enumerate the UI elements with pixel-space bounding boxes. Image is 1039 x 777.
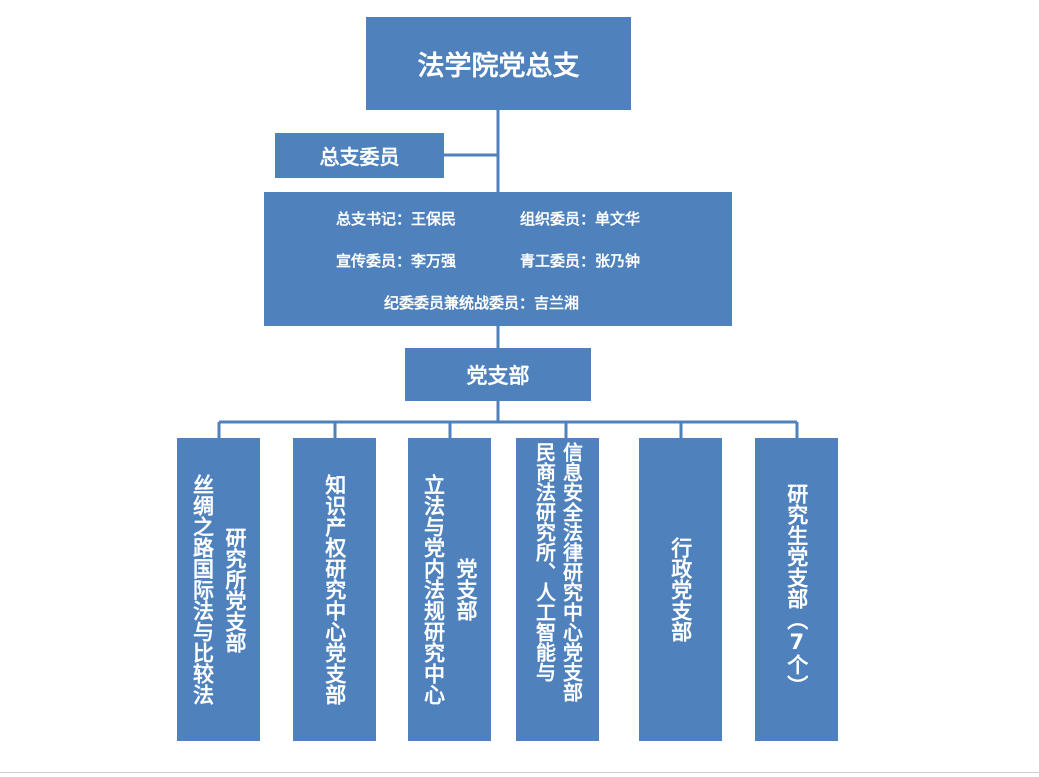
party-branch-label: 党支部 [466, 363, 530, 388]
committee-members-label: 总支委员 [319, 145, 400, 169]
branch-box-administrative: 行政党支部 [639, 438, 722, 741]
party-general-branch-title: 法学院党总支 [417, 51, 580, 82]
branch-civil-commercial-col2: 信息安全法律研究中心党支部 [559, 442, 584, 702]
bottom-divider [0, 772, 1039, 773]
member-discipline: 纪委委员兼统战委员：吉兰湘 [384, 294, 580, 312]
member-propaganda: 宣传委员：李万强 [336, 252, 457, 270]
committee-members-box: 总支书记：王保民 组织委员：单文华 宣传委员：李万强 青工委员：张乃钟 纪委委员… [264, 192, 732, 326]
branch-silk-road-col2: 研究所党支部 [223, 526, 248, 653]
branch-legislation-col1: 立法与党内法规研究中心 [421, 474, 446, 705]
branch-graduate-col1: 研究生党支部（7个） [784, 483, 809, 696]
branch-administrative-col1: 行政党支部 [668, 537, 693, 642]
branch-box-ip: 知识产权研究中心党支部 [293, 438, 376, 741]
branch-box-silk-road: 丝绸之路国际法与比较法 研究所党支部 [177, 438, 260, 741]
branch-silk-road-col1: 丝绸之路国际法与比较法 [190, 474, 215, 705]
party-branch-box: 党支部 [405, 348, 591, 401]
member-organization: 组织委员：单文华 [520, 210, 641, 228]
branch-box-legislation: 立法与党内法规研究中心 党支部 [408, 438, 491, 741]
branch-civil-commercial-col1: 民商法研究所、人工智能与 [532, 442, 557, 682]
branch-box-graduate: 研究生党支部（7个） [755, 438, 838, 741]
branch-legislation-col2: 党支部 [454, 558, 479, 621]
party-general-branch-box: 法学院党总支 [366, 17, 631, 110]
branch-box-civil-commercial: 民商法研究所、人工智能与 信息安全法律研究中心党支部 [516, 438, 599, 741]
branch-ip-col1: 知识产权研究中心党支部 [322, 474, 347, 705]
member-secretary: 总支书记：王保民 [336, 210, 457, 228]
member-youth: 青工委员：张乃钟 [520, 252, 641, 270]
committee-members-label-box: 总支委员 [275, 133, 444, 178]
